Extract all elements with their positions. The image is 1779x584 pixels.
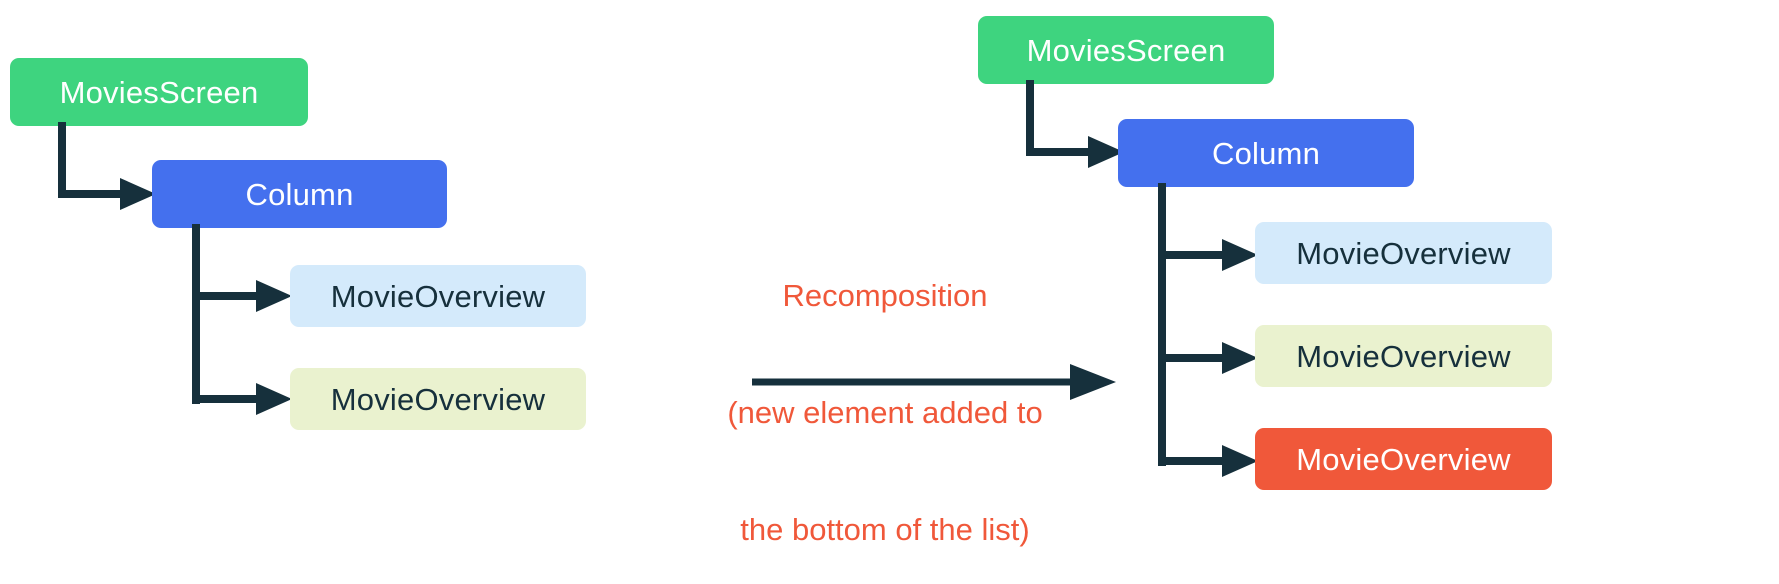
node-moviesscreen-before: MoviesScreen [10, 58, 308, 126]
node-label: Column [245, 176, 354, 212]
node-movieoverview-before-2: MovieOverview [290, 368, 586, 430]
node-column-before: Column [152, 160, 447, 228]
caption-line-3: the bottom of the list) [740, 512, 1030, 547]
node-movieoverview-after-1: MovieOverview [1255, 222, 1552, 284]
node-label: MovieOverview [330, 381, 546, 417]
node-movieoverview-after-2: MovieOverview [1255, 325, 1552, 387]
caption-line-1: Recomposition [782, 278, 988, 313]
node-movieoverview-after-3-new: MovieOverview [1255, 428, 1552, 490]
node-label: MovieOverview [1296, 338, 1511, 374]
node-label: Column [1211, 135, 1321, 171]
node-movieoverview-before-1: MovieOverview [290, 265, 586, 327]
node-label: MovieOverview [1296, 235, 1511, 271]
connector-column-children-before [192, 224, 292, 415]
caption-line-2: (new element added to [727, 395, 1043, 430]
node-column-after: Column [1118, 119, 1414, 187]
connector-moviesscreen-to-column-after [1026, 80, 1124, 168]
node-label: MoviesScreen [59, 74, 259, 110]
connector-moviesscreen-to-column-before [58, 122, 156, 210]
recomposition-arrow-icon [752, 364, 1116, 400]
connector-column-children-after [1158, 183, 1258, 477]
node-label: MoviesScreen [1026, 32, 1226, 68]
recomposition-caption: Recomposition (new element added to the … [660, 198, 1110, 584]
node-label: MovieOverview [330, 278, 546, 314]
node-label: MovieOverview [1296, 441, 1511, 477]
node-moviesscreen-after: MoviesScreen [978, 16, 1274, 84]
